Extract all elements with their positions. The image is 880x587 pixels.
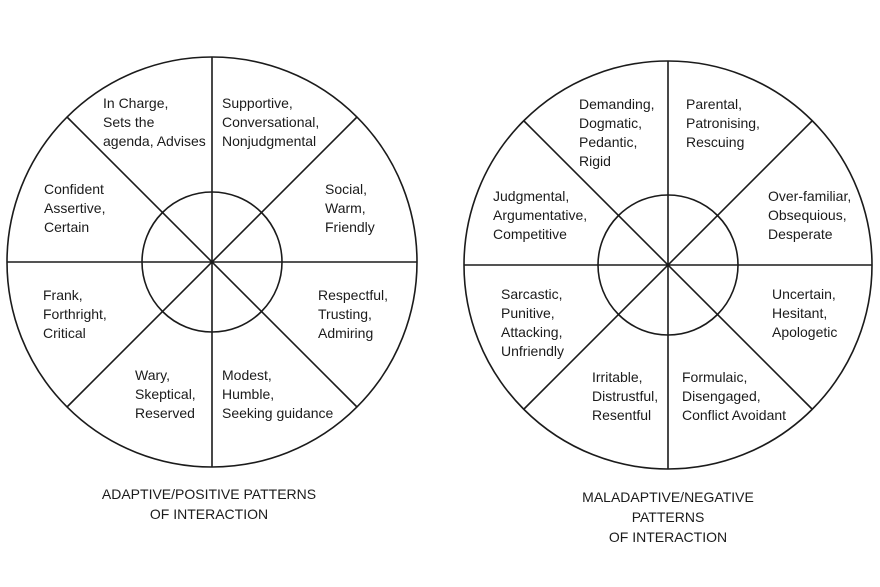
maladaptive-wheel <box>463 60 873 470</box>
maladaptive-sector-label-upper-left: Demanding, Dogmatic, Pedantic, Rigid <box>579 96 655 169</box>
maladaptive-wheel-caption: MALADAPTIVE/NEGATIVE PATTERNS OF INTERAC… <box>582 489 754 545</box>
adaptive-sector-label-right-lower: Respectful, Trusting, Admiring <box>318 287 389 341</box>
maladaptive-wheel-diagonal-line-2 <box>523 120 813 410</box>
maladaptive-sector-label-upper-right: Parental, Patronising, Rescuing <box>686 96 760 150</box>
adaptive-sector-label-upper-left: In Charge, Sets the agenda, Advises <box>103 95 206 149</box>
adaptive-sector-label-right-upper: Social, Warm, Friendly <box>325 181 375 235</box>
adaptive-sector-label-lower-right: Modest, Humble, Seeking guidance <box>222 367 334 421</box>
adaptive-sector-label-left-lower: Frank, Forthright, Critical <box>43 287 107 341</box>
maladaptive-sector-label-lower-left: Irritable, Distrustful, Resentful <box>592 369 659 423</box>
maladaptive-sector-label-left-upper: Judgmental, Argumentative, Competitive <box>493 188 588 242</box>
adaptive-sector-label-upper-right: Supportive, Conversational, Nonjudgmenta… <box>222 95 320 149</box>
maladaptive-sector-label-right-lower: Uncertain, Hesitant, Apologetic <box>772 286 838 340</box>
adaptive-sector-label-lower-left: Wary, Skeptical, Reserved <box>135 367 196 421</box>
maladaptive-sector-label-lower-right: Formulaic, Disengaged, Conflict Avoidant <box>682 369 787 423</box>
maladaptive-sector-label-left-lower: Sarcastic, Punitive, Attacking, Unfriend… <box>501 286 565 359</box>
adaptive-sector-label-left-upper: Confident Assertive, Certain <box>44 181 106 235</box>
adaptive-wheel-caption: ADAPTIVE/POSITIVE PATTERNS OF INTERACTIO… <box>101 486 317 522</box>
adaptive-wheel <box>6 56 418 468</box>
maladaptive-sector-label-right-upper: Over-familiar, Obsequious, Desperate <box>768 188 852 242</box>
adaptive-wheel-diagonal-line-2 <box>66 116 358 408</box>
